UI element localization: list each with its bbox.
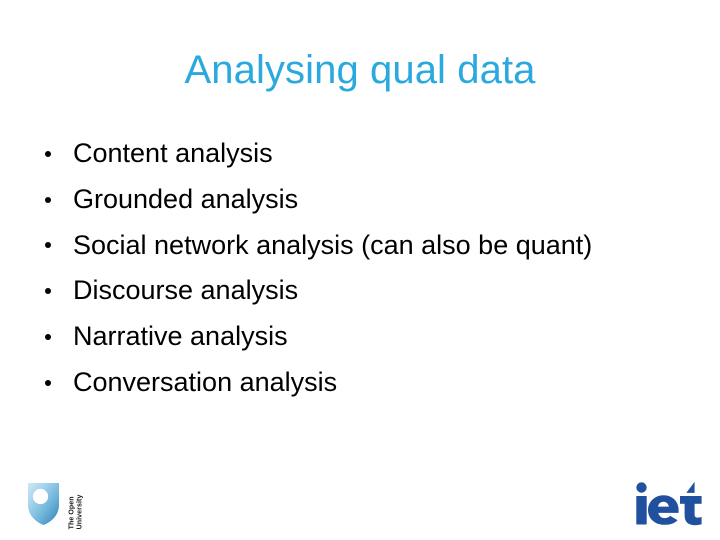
bullet-point-icon	[45, 334, 51, 341]
bullet-point-icon	[45, 242, 51, 249]
bullet-point-icon	[45, 379, 51, 386]
list-item-label: Narrative analysis	[73, 321, 288, 352]
list-item-label: Content analysis	[73, 138, 273, 168]
list-item-label: Conversation analysis	[73, 366, 338, 397]
open-university-wordmark: The Open University	[63, 481, 109, 530]
open-university-shield-icon	[27, 482, 60, 526]
iet-logo	[634, 481, 706, 527]
page-title: Analysing qual data	[184, 48, 536, 92]
bullet-list: Content analysis Grounded analysis Socia…	[44, 131, 684, 406]
list-item: Conversation analysis	[44, 360, 684, 406]
list-item-label: Discourse analysis	[73, 275, 299, 306]
iet-wordmark-icon	[636, 481, 702, 526]
list-item-label: Social network analysis (can also be qua…	[73, 229, 593, 260]
ou-name-line-1: The Open	[68, 496, 76, 530]
list-item: Discourse analysis	[44, 268, 684, 314]
bullet-point-icon	[45, 196, 51, 203]
ou-name-line-2: University	[77, 494, 84, 530]
list-item: Content analysis	[44, 131, 684, 177]
list-item: Social network analysis (can also be qua…	[44, 223, 684, 269]
list-item: Narrative analysis	[44, 314, 684, 360]
list-item: Grounded analysis	[44, 177, 684, 223]
bullet-point-icon	[45, 288, 51, 295]
open-university-logo: The Open University	[27, 480, 89, 532]
bullet-point-icon	[45, 150, 51, 157]
list-item-label: Grounded analysis	[73, 183, 299, 214]
